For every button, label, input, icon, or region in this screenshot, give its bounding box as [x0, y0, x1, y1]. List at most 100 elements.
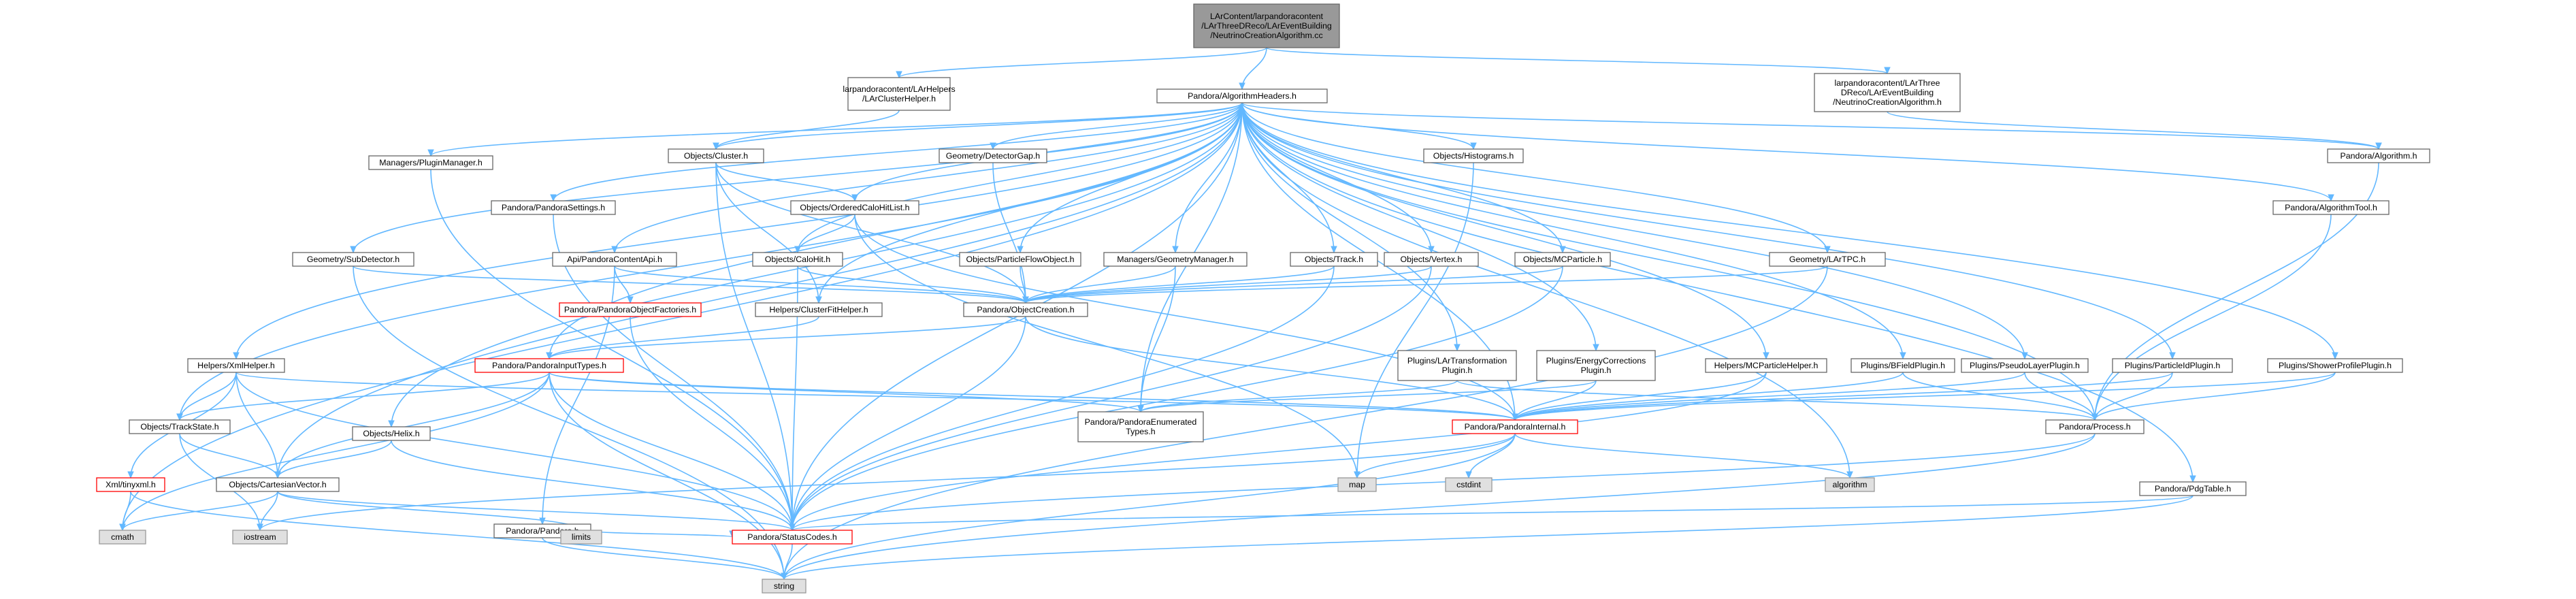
edge-algheaders-contentapi	[611, 102, 1243, 254]
edge-algheaders-particleid	[1241, 102, 2176, 360]
node-track[interactable]: Objects/Track.h	[1290, 252, 1378, 267]
node-map[interactable]: map	[1337, 477, 1377, 492]
edge-objectcreation-statuscodes	[789, 316, 1026, 532]
node-mcparticlehelper[interactable]: Helpers/MCParticleHelper.h	[1705, 358, 1827, 373]
node-histograms[interactable]: Objects/Histograms.h	[1423, 148, 1524, 163]
node-xmlhelper[interactable]: Helpers/XmlHelper.h	[187, 358, 285, 373]
node-label: Plugins/ParticleIdPlugin.h	[2125, 361, 2221, 370]
edge-algheaders-cluster	[713, 102, 1243, 150]
edge-inputtypes-string	[549, 372, 787, 581]
edge-showerprofile-internal	[1512, 372, 2336, 421]
node-clusterhelper[interactable]: larpandoracontent/LArHelpers/LArClusterH…	[843, 77, 956, 111]
node-neutrinoh[interactable]: larpandoracontent/LArThreeDReco/LArEvent…	[1814, 73, 1961, 112]
node-label: Pandora/PandoraSettings.h	[502, 203, 605, 212]
node-string[interactable]: string	[762, 579, 806, 594]
edge-algheaders-energycorr	[1241, 102, 1599, 352]
node-iostream[interactable]: iostream	[232, 530, 288, 545]
node-label: Pandora/Algorithm.h	[2341, 151, 2417, 161]
node-pluginmanager[interactable]: Managers/PluginManager.h	[368, 155, 493, 170]
edge-showerprofile-process	[2091, 372, 2336, 421]
node-label: cstdint	[1456, 480, 1481, 489]
edge-algheaders-xmlhelper	[233, 102, 1243, 360]
node-particleid[interactable]: Plugins/ParticleIdPlugin.h	[2112, 358, 2233, 373]
node-clusterfithelper[interactable]: Helpers/ClusterFitHelper.h	[755, 302, 883, 317]
edge-inputtypes-statuscodes	[549, 372, 796, 532]
edge-algheaders-showerprofile	[1241, 102, 2338, 360]
edge-trackstate-cartesian	[179, 433, 281, 479]
edge-tinyxml-string	[130, 491, 787, 581]
node-inputtypes[interactable]: Pandora/PandoraInputTypes.h	[474, 358, 624, 373]
node-algorithmstd[interactable]: algorithm	[1825, 477, 1875, 492]
node-label: Helpers/MCParticleHelper.h	[1714, 361, 1819, 370]
node-objectcreation[interactable]: Pandora/ObjectCreation.h	[963, 302, 1088, 317]
node-algorithmtool[interactable]: Pandora/AlgorithmTool.h	[2272, 200, 2390, 215]
node-mcparticle[interactable]: Objects/MCParticle.h	[1514, 252, 1611, 267]
edge-energycorr-enumerated	[1137, 380, 1597, 413]
node-cluster[interactable]: Objects/Cluster.h	[668, 148, 764, 163]
edge-cluster-statuscodes	[715, 162, 796, 532]
node-vertex[interactable]: Objects/Vertex.h	[1384, 252, 1479, 267]
node-subdetector[interactable]: Geometry/SubDetector.h	[292, 252, 414, 267]
edge-algheaders-pluginmanager	[427, 102, 1243, 157]
node-algheaders[interactable]: Pandora/AlgorithmHeaders.h	[1156, 88, 1328, 103]
node-label: Pandora/AlgorithmHeaders.h	[1188, 91, 1297, 101]
node-label: Managers/GeometryManager.h	[1117, 255, 1234, 264]
node-trackstate[interactable]: Objects/TrackState.h	[129, 419, 231, 434]
node-internal[interactable]: Pandora/PandoraInternal.h	[1452, 419, 1578, 434]
node-label: Plugins/EnergyCorrections	[1546, 356, 1646, 366]
node-limits[interactable]: limits	[560, 530, 602, 545]
edge-algheaders-fdgtable	[1241, 102, 2196, 483]
edge-fdgtable-statuscodes	[789, 495, 2194, 532]
node-bfield[interactable]: Plugins/BFieldPlugin.h	[1851, 358, 1955, 373]
node-cmath[interactable]: cmath	[99, 530, 146, 545]
node-label: Objects/Cluster.h	[684, 151, 748, 161]
node-detectorgap[interactable]: Geometry/DetectorGap.h	[939, 148, 1047, 163]
node-label: larpandoracontent/LArHelpers	[843, 84, 955, 94]
node-label: /LArThreeDReco/LArEventBuilding	[1201, 21, 1332, 31]
node-lartpc[interactable]: Geometry/LArTPC.h	[1769, 252, 1886, 267]
node-algorithm[interactable]: Pandora/Algorithm.h	[2327, 148, 2430, 163]
node-label: LArContent/larpandoracontent	[1210, 12, 1324, 21]
node-cstdint[interactable]: cstdint	[1445, 477, 1493, 492]
edge-algheaders-mcparticlehelper	[1241, 102, 1770, 360]
node-helix[interactable]: Objects/Helix.h	[352, 426, 431, 441]
edge-helix-cartesian	[274, 440, 392, 479]
node-statuscodes[interactable]: Pandora/StatusCodes.h	[732, 530, 853, 545]
node-pandorasettings[interactable]: Pandora/PandoraSettings.h	[491, 200, 616, 215]
edge-pluginmanager-statuscodes	[430, 169, 796, 532]
node-label: Pandora/StatusCodes.h	[747, 532, 837, 542]
node-label: cmath	[111, 532, 134, 542]
node-showerprofile[interactable]: Plugins/ShowerProfilePlugin.h	[2267, 358, 2403, 373]
node-calohit[interactable]: Objects/CaloHit.h	[752, 252, 843, 267]
node-root[interactable]: LArContent/larpandoracontent/LArThreeDRe…	[1193, 3, 1340, 48]
node-orderedcalohit[interactable]: Objects/OrderedCaloHitList.h	[790, 200, 919, 215]
node-label: Pandora/PandoraInternal.h	[1465, 422, 1566, 432]
node-contentapi[interactable]: Api/PandoraContentApi.h	[552, 252, 677, 267]
edge-cluster-clusterfithelper	[715, 162, 822, 304]
edge-inputtypes-trackstate	[176, 372, 550, 421]
node-label: limits	[572, 532, 591, 542]
edge-algheaders-algorithmtool	[1241, 102, 2334, 202]
node-cartesian[interactable]: Objects/CartesianVector.h	[216, 477, 340, 492]
node-label: larpandoracontent/LArThree	[1835, 78, 1940, 88]
node-geommanager[interactable]: Managers/GeometryManager.h	[1103, 252, 1248, 267]
node-fdgtable[interactable]: Pandora/PdgTable.h	[2139, 481, 2247, 496]
node-objectfactories[interactable]: Pandora/PandoraObjectFactories.h	[559, 302, 702, 317]
node-pseudolayer[interactable]: Plugins/PseudoLayerPlugin.h	[1961, 358, 2089, 373]
edge-xmlhelper-internal	[235, 372, 1518, 421]
node-label: Objects/OrderedCaloHitList.h	[800, 203, 909, 212]
node-tinyxml[interactable]: Xml/tinyxml.h	[96, 477, 165, 492]
edge-lartpc-objectcreation	[1022, 265, 1828, 304]
node-pfo[interactable]: Objects/ParticleFlowObject.h	[959, 252, 1081, 267]
node-label: Geometry/LArTPC.h	[1789, 255, 1865, 264]
node-process[interactable]: Pandora/Process.h	[2045, 419, 2145, 434]
node-label: Helpers/XmlHelper.h	[197, 361, 275, 370]
node-label: Objects/ParticleFlowObject.h	[966, 255, 1074, 264]
edge-inputtypes-enumerated	[549, 372, 1144, 413]
node-label: Pandora/Process.h	[2059, 422, 2130, 432]
node-label: algorithm	[1833, 480, 1868, 489]
edge-xmlhelper-cartesian	[235, 372, 281, 479]
